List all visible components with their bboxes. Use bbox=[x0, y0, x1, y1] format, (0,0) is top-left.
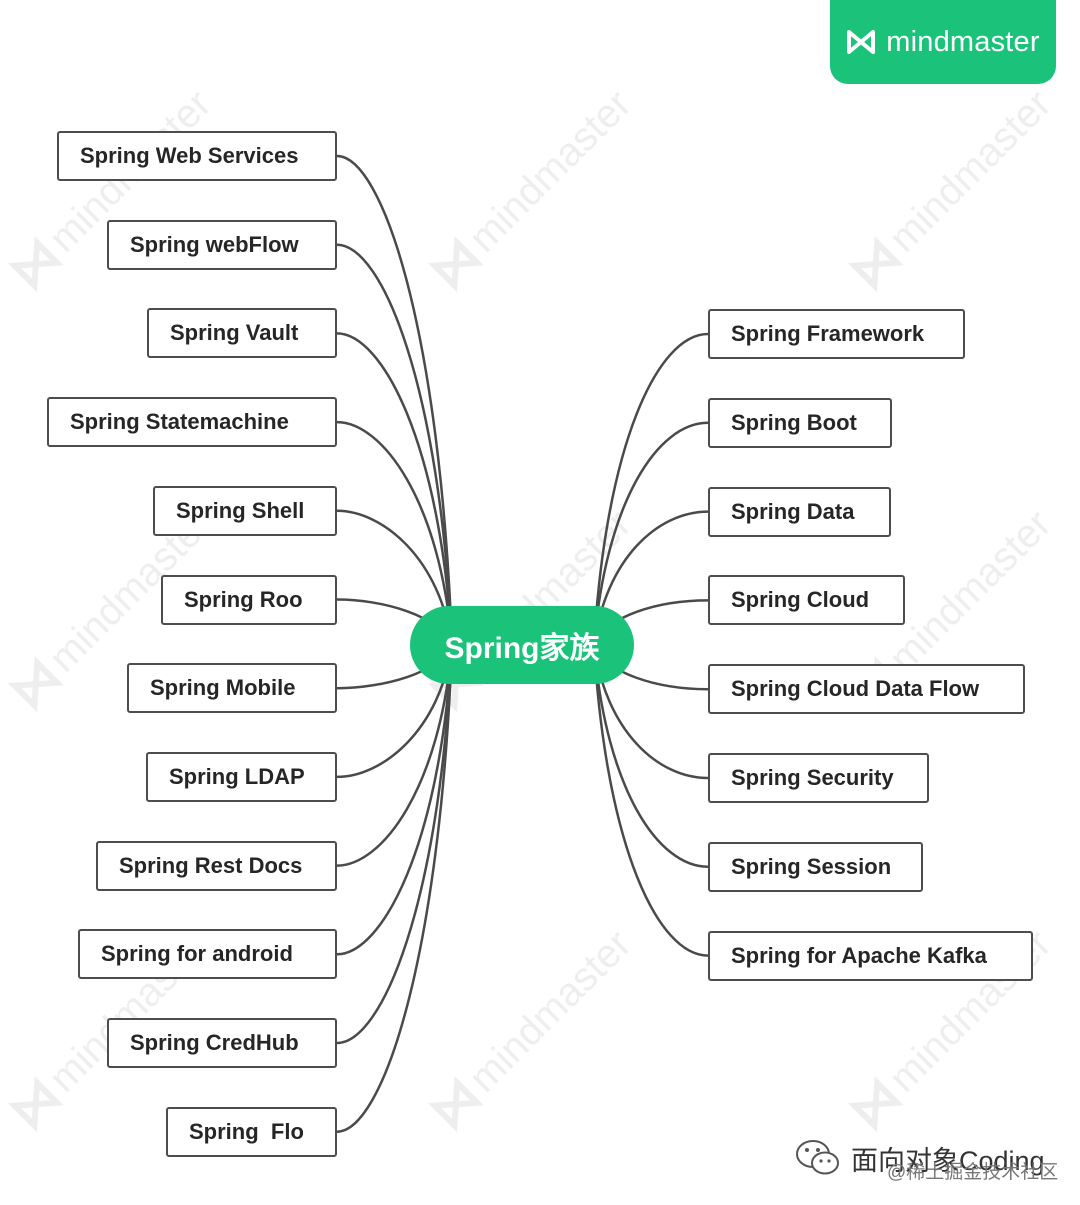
left-connector-line bbox=[336, 644, 454, 956]
left-connector-line bbox=[336, 243, 454, 646]
footer-title: 面向对象Coding bbox=[851, 1145, 1045, 1176]
left-connector-line bbox=[336, 644, 454, 867]
left-branch-node[interactable]: Spring CredHub bbox=[107, 1018, 337, 1068]
right-branch-node[interactable]: Spring Boot bbox=[708, 397, 892, 448]
central-topic[interactable]: Spring家族 bbox=[410, 606, 634, 684]
mindmaster-watermark-icon bbox=[847, 1076, 904, 1133]
mindmaster-watermark-icon bbox=[427, 1076, 484, 1133]
left-branch-node[interactable]: Spring Vault bbox=[147, 308, 337, 359]
right-branch-node[interactable]: Spring Cloud Data Flow bbox=[708, 664, 1025, 715]
mindmaster-watermark-icon bbox=[7, 1076, 64, 1133]
left-branch-node[interactable]: Spring Roo bbox=[161, 574, 337, 625]
left-branch-node[interactable]: Spring LDAP bbox=[146, 751, 337, 802]
brand-name: mindmaster bbox=[886, 25, 1040, 58]
mindmaster-logo-icon bbox=[847, 30, 876, 54]
left-branch-node[interactable]: Spring Mobile bbox=[127, 663, 337, 714]
right-branch-node[interactable]: Spring for Apache Kafka bbox=[708, 930, 1033, 981]
footer-credit-text: @稀土掘金技术社区 bbox=[887, 1162, 1059, 1183]
right-connector-line bbox=[592, 644, 709, 869]
left-branch-node[interactable]: Spring Shell bbox=[153, 485, 337, 536]
watermark-text: mindmaster bbox=[881, 82, 1060, 261]
left-branch-node[interactable]: Spring Rest Docs bbox=[96, 840, 337, 891]
left-branch-node[interactable]: Spring Flo bbox=[166, 1106, 337, 1157]
mindmaster-watermark-icon bbox=[7, 656, 64, 713]
watermark-text: mindmaster bbox=[461, 922, 640, 1101]
right-branch-node[interactable]: Spring Cloud bbox=[708, 575, 905, 626]
left-branch-node[interactable]: Spring for android bbox=[78, 929, 337, 980]
left-connector-line bbox=[336, 644, 454, 1133]
watermark: mindmaster bbox=[847, 82, 1060, 293]
watermark-text: mindmaster bbox=[881, 502, 1060, 681]
wechat-icon bbox=[796, 1140, 839, 1175]
right-branch-node[interactable]: Spring Session bbox=[708, 841, 923, 892]
left-connector-line bbox=[336, 420, 454, 646]
mindmaster-watermark-icon bbox=[427, 236, 484, 293]
watermark: mindmaster bbox=[427, 922, 640, 1133]
right-connector-line bbox=[592, 332, 709, 646]
right-connector-line bbox=[592, 644, 709, 957]
left-connector-line bbox=[336, 332, 454, 646]
left-connector-line bbox=[336, 154, 454, 646]
right-branch-node[interactable]: Spring Data bbox=[708, 486, 891, 537]
mindmaster-watermark-icon bbox=[7, 236, 64, 293]
left-branch-node[interactable]: Spring webFlow bbox=[107, 219, 337, 270]
right-branch-node[interactable]: Spring Security bbox=[708, 753, 929, 803]
watermark: mindmaster bbox=[427, 82, 640, 293]
right-connector-line bbox=[592, 421, 709, 646]
right-branch-node[interactable]: Spring Framework bbox=[708, 309, 965, 359]
footer-credit: 面向对象Coding @稀土掘金技术社区 bbox=[795, 1136, 1058, 1183]
watermark-text: mindmaster bbox=[461, 82, 640, 261]
mindmaster-watermark-icon bbox=[847, 236, 904, 293]
left-branch-node[interactable]: Spring Statemachine bbox=[47, 397, 337, 448]
brand-badge: mindmaster bbox=[830, 0, 1056, 84]
left-branch-node[interactable]: Spring Web Services bbox=[57, 131, 337, 181]
left-connector-line bbox=[336, 644, 454, 1045]
